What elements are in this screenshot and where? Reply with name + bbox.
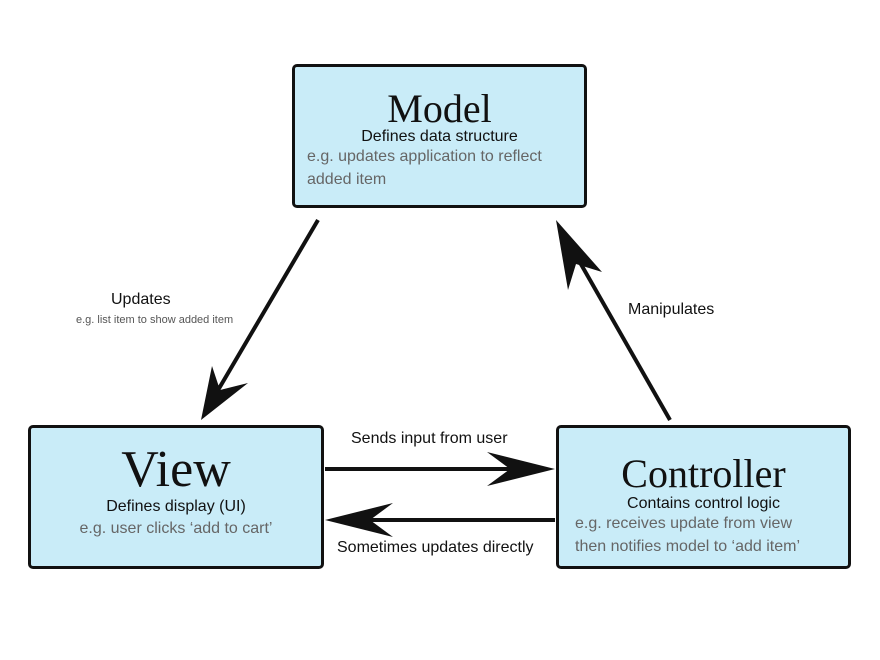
sends-input-arrow <box>325 452 555 486</box>
model-example-line1: e.g. updates application to reflect <box>307 148 542 165</box>
controller-title: Controller <box>621 451 786 496</box>
sometimes-updates-arrow <box>325 503 555 537</box>
manipulates-label: Manipulates <box>628 301 715 318</box>
model-subtitle: Defines data structure <box>361 128 518 145</box>
controller-subtitle: Contains control logic <box>627 495 780 512</box>
controller-box: Controller Contains control logic e.g. r… <box>556 425 851 569</box>
model-box: Model Defines data structure e.g. update… <box>292 64 587 208</box>
manipulates-arrow <box>556 220 672 421</box>
sometimes-updates-label: Sometimes updates directly <box>337 539 534 556</box>
view-example: e.g. user clicks ‘add to cart’ <box>79 520 273 537</box>
view-subtitle: Defines display (UI) <box>106 498 246 515</box>
view-box: View Defines display (UI) e.g. user clic… <box>28 425 324 569</box>
updates-label: Updates <box>111 291 171 308</box>
controller-example-line2: then notifies model to ‘add item’ <box>575 538 801 555</box>
model-example-line2: added item <box>307 171 387 188</box>
updates-arrow <box>201 218 320 420</box>
view-title: View <box>121 441 231 498</box>
sends-input-label: Sends input from user <box>351 430 508 447</box>
controller-example-line1: e.g. receives update from view <box>575 515 792 532</box>
updates-note: e.g. list item to show added item <box>76 314 234 326</box>
model-title: Model <box>387 86 492 131</box>
